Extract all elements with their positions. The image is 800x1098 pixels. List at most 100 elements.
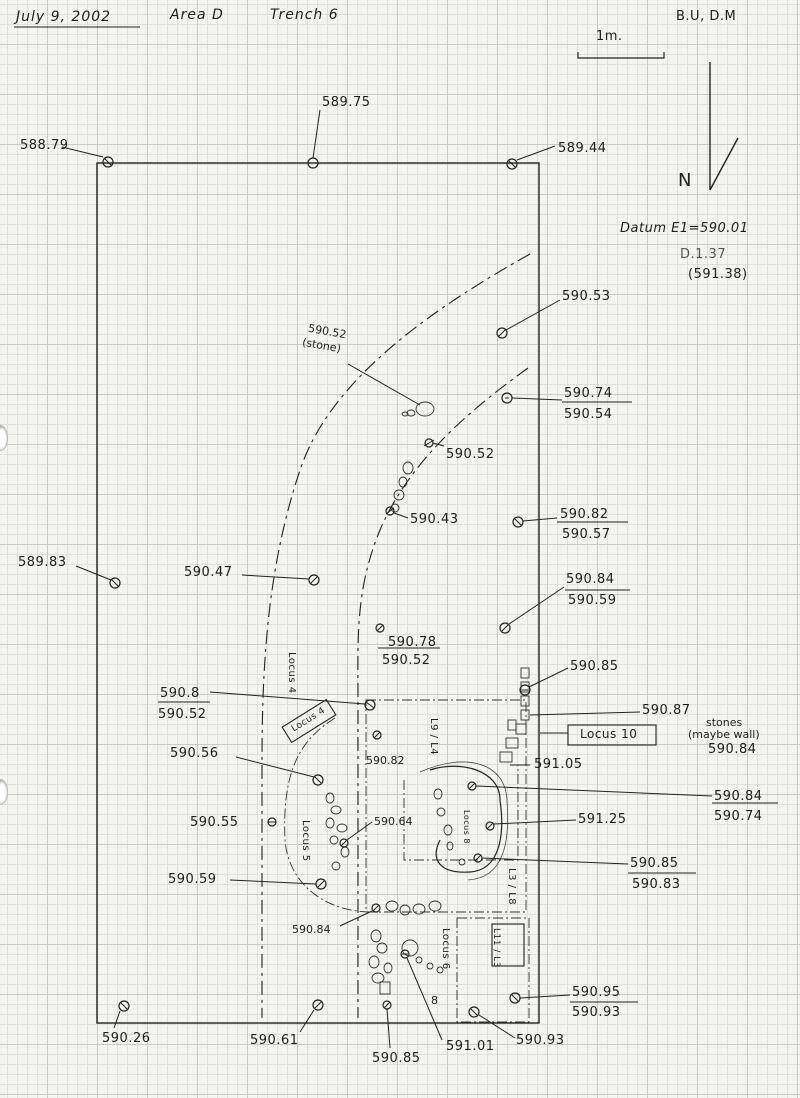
point-590-56 [235,756,324,786]
inner-dashed-curve [357,367,529,1018]
elev-590-52-b: 590.52 [382,653,431,668]
point-590-43 [385,506,409,519]
elev-w-589-83: 589.83 [18,555,67,570]
recorder-initials: B.U, D.M [676,9,737,24]
elev-590-52-w: 590.52 [158,707,207,722]
elev-590-82: 590.82 [560,507,609,522]
elev-590-74: 590.74 [564,386,613,401]
maybe-wall-note: (maybe wall) [688,728,760,741]
locus-boundaries [284,699,530,1023]
elev-590-59-e: 590.59 [568,593,617,608]
point-590-59-w [229,878,327,890]
north-label: N [678,170,692,191]
point-590-85-s [382,1000,392,1049]
datum-label: Datum E1=590.01 [620,221,749,236]
elev-590-47: 590.47 [184,565,233,580]
elev-590-93-s: 590.93 [516,1033,565,1048]
l11-l3-label: L11 / L3 [491,928,501,968]
elev-n-mid: 589.75 [322,95,371,110]
point-590-87 [529,711,641,716]
locus8-outline [429,765,503,873]
elev-590-84-e: 590.84 [566,572,615,587]
point-nw [61,146,114,168]
elev-591-25: 591.25 [578,812,627,827]
point-sw [113,1000,130,1029]
elev-591-01: 591.01 [446,1039,495,1054]
locus8-inner-label: Locus 8 [462,810,471,844]
trench-outline [96,162,540,1024]
elevation-points [61,109,778,1049]
locus5-label: Locus 5 [300,820,311,862]
elev-590-78: 590.78 [388,635,437,650]
point-590-74 [501,392,563,404]
point-590-52-stone [347,363,421,406]
datum-line2: D.1.37 [680,247,727,262]
elev-sw-corner: 590.26 [102,1031,151,1046]
point-590-93-s [468,1006,516,1039]
outer-dashed-curve [261,253,531,1018]
point-590-52-c [423,438,445,448]
point-ne [506,145,556,170]
locus10-label: Locus 10 [580,727,638,741]
point-590-47 [241,574,320,586]
point-n-mid [307,109,321,169]
elev-590-64: 590.64 [374,815,413,828]
point-590-82-c [372,730,382,740]
trench-label: Trench 6 [270,7,339,23]
elev-590-53: 590.53 [562,289,611,304]
elev-590-84-c: 590.84 [292,923,331,936]
elev-ne-corner: 589.44 [558,141,607,156]
elev-590-85-s: 590.85 [372,1051,421,1066]
elev-590-55: 590.55 [190,815,239,830]
point-590-85-r [473,853,629,865]
binder-hole-bottom [0,780,7,804]
point-591-25 [485,819,577,831]
l11-l3-box-outline [491,923,525,967]
scale-bar [577,52,665,59]
l9-l4-label: L9 / L4 [428,718,439,756]
mark-8: 8 [431,994,438,1007]
elev-590-74-r: 590.74 [714,809,763,824]
point-590-53 [496,299,561,339]
elev-590-8: 590.8 [160,686,200,701]
elev-590-85-e: 590.85 [570,659,619,674]
elev-590-56: 590.56 [170,746,219,761]
elev-590-85-r: 590.85 [630,856,679,871]
elev-590-43: 590.43 [410,512,459,527]
elev-590-57: 590.57 [562,527,611,542]
l3-l8-label: L3 / L8 [506,868,517,906]
elev-nw-corner: 588.79 [20,138,69,153]
point-590-85 [519,667,569,696]
area-label: Area D [170,7,224,23]
excavation-date: July 9, 2002 [16,9,112,25]
point-590-55 [267,817,277,827]
scale-label: 1m. [596,29,623,44]
datum-line3: (591.38) [688,267,748,282]
locus4-label: Locus 4 [286,652,297,694]
elev-590-87: 590.87 [642,703,691,718]
north-arrow [709,62,739,191]
point-590-61 [299,999,324,1033]
point-w-589-83 [75,565,121,589]
point-590-8 [209,691,376,711]
locus6-label: Locus 6 [440,928,451,970]
stones-note: stones [706,716,743,729]
point-590-82 [512,516,558,528]
point-590-84-r [467,781,713,797]
elev-590-52-c: 590.52 [446,447,495,462]
elev-590-83-r: 590.83 [632,877,681,892]
point-590-64 [339,821,373,848]
elev-590-61: 590.61 [250,1033,299,1048]
locus4-box-outline [281,698,337,744]
point-590-95 [509,992,571,1004]
locus10-box-outline [567,724,657,746]
elev-590-59-w: 590.59 [168,872,217,887]
elev-590-93-e: 590.93 [572,1005,621,1020]
binder-hole-top [0,426,7,450]
point-590-84-e [499,586,565,634]
elev-590-54: 590.54 [564,407,613,422]
stones [325,401,530,995]
elev-590-84-r: 590.84 [714,789,763,804]
point-591-01 [400,949,443,1041]
